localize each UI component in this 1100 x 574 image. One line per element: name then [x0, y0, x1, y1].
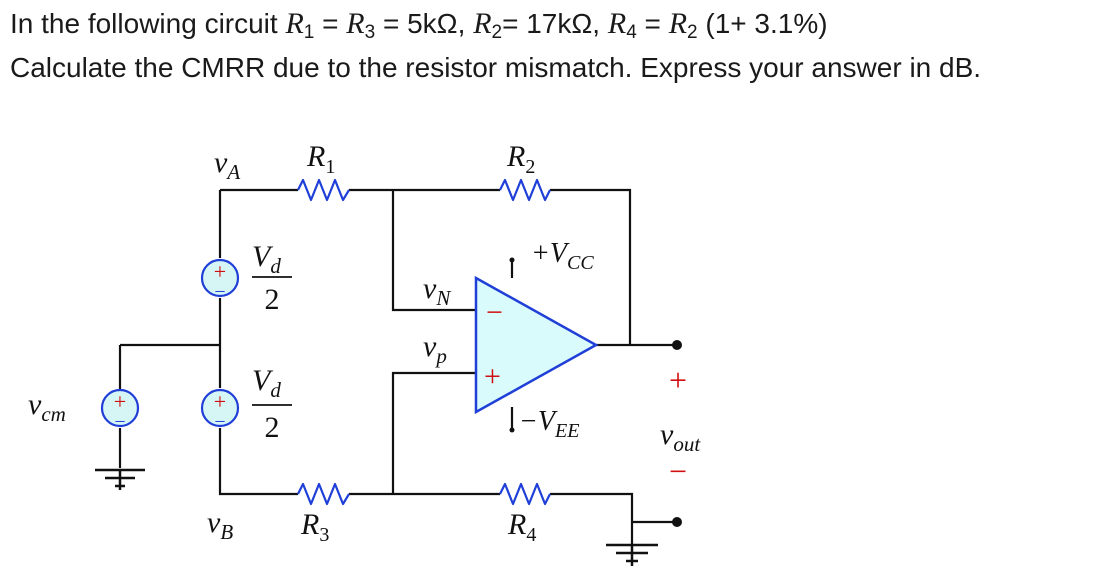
resistor-r4 — [499, 482, 551, 506]
source-vcm-body — [100, 388, 140, 428]
question-line-1: In the following circuit R1 = R3 = 5kΩ, … — [10, 2, 1090, 46]
vout-terminal-bottom — [672, 517, 682, 527]
source-vcm-plus: + — [114, 389, 126, 414]
ground-vcm — [95, 468, 145, 490]
sym-r2b: R — [668, 7, 688, 40]
value-r2: = 17kΩ, — [502, 8, 608, 39]
label-vp: vp — [423, 330, 447, 368]
label-vcc: +VCC — [531, 238, 594, 274]
sym-r2-sub: 2 — [491, 22, 503, 43]
resistor-r3 — [297, 482, 350, 506]
vcc-terminal — [509, 257, 515, 263]
resistor-r2 — [499, 178, 551, 202]
sym-r4: R — [607, 7, 627, 40]
label-vout: vout — [660, 418, 701, 456]
source-vd-top: + − — [200, 258, 240, 303]
resistor-r1 — [297, 178, 350, 202]
resistors — [297, 178, 551, 506]
vout-terminal-top — [672, 340, 682, 350]
source-vd-bottom-body — [200, 388, 240, 428]
label-r2: R2 — [506, 140, 535, 178]
question-prefix: In the following circuit — [10, 8, 286, 39]
wire-inverting-input — [391, 190, 476, 312]
label-r4: R4 — [507, 508, 536, 546]
sym-r3: R — [346, 7, 365, 40]
source-vcm: + − — [100, 388, 140, 433]
label-vd-top-num: Vd — [252, 240, 281, 278]
label-r1: R1 — [306, 140, 335, 178]
opamp-triangle — [474, 275, 599, 415]
opamp-minus-sign: − — [486, 296, 503, 329]
label-va: vA — [214, 146, 240, 184]
label-vn: vN — [423, 272, 451, 310]
source-vd-top-minus: − — [214, 281, 225, 303]
label-vd-bottom-den: 2 — [265, 411, 280, 444]
sym-r4-sub: 4 — [626, 22, 637, 43]
sym-r2: R — [473, 7, 492, 40]
source-vd-top-body — [200, 258, 240, 298]
source-vd-bottom: + − — [200, 388, 240, 433]
vout-plus-sign: + — [669, 362, 687, 398]
wire-noninverting-input — [391, 371, 476, 494]
equals: = — [314, 8, 347, 39]
equals: = — [636, 8, 669, 39]
value-r1-r3: = 5kΩ, — [375, 8, 474, 39]
ground-output — [606, 543, 658, 566]
sym-r1: R — [285, 7, 304, 40]
label-vd-bottom-num: Vd — [252, 364, 281, 402]
vee-terminal — [509, 427, 515, 433]
source-vd-bottom-minus: − — [214, 411, 225, 433]
vout-minus-sign: − — [669, 453, 687, 489]
wire-r2-out — [550, 188, 632, 345]
label-r3: R3 — [300, 508, 329, 546]
label-vee: −VEE — [519, 406, 579, 442]
wire-vb-r3 — [218, 428, 298, 496]
label-vb: vB — [207, 506, 233, 544]
sym-r2b-sub: 2 — [687, 22, 698, 43]
wires — [118, 188, 677, 545]
sym-r1-sub: 1 — [303, 22, 315, 43]
circuit-labels: vA R1 R2 R3 R4 vB vcm vN vp +VCC −VEE vo… — [28, 140, 701, 546]
question-text: In the following circuit R1 = R3 = 5kΩ, … — [10, 2, 1090, 90]
label-vd-top-den: 2 — [265, 283, 280, 316]
wire-r4-ground — [550, 492, 634, 545]
source-vd-top-plus: + — [214, 259, 226, 284]
sym-r3-sub: 3 — [364, 22, 376, 43]
source-vcm-minus: − — [114, 411, 125, 433]
question-line-2: Calculate the CMRR due to the resistor m… — [10, 52, 982, 83]
value-tolerance: (1+ 3.1%) — [697, 8, 828, 39]
source-vd-bottom-plus: + — [214, 389, 226, 414]
label-vcm: vcm — [28, 388, 66, 426]
opamp-plus-sign: + — [484, 360, 501, 393]
